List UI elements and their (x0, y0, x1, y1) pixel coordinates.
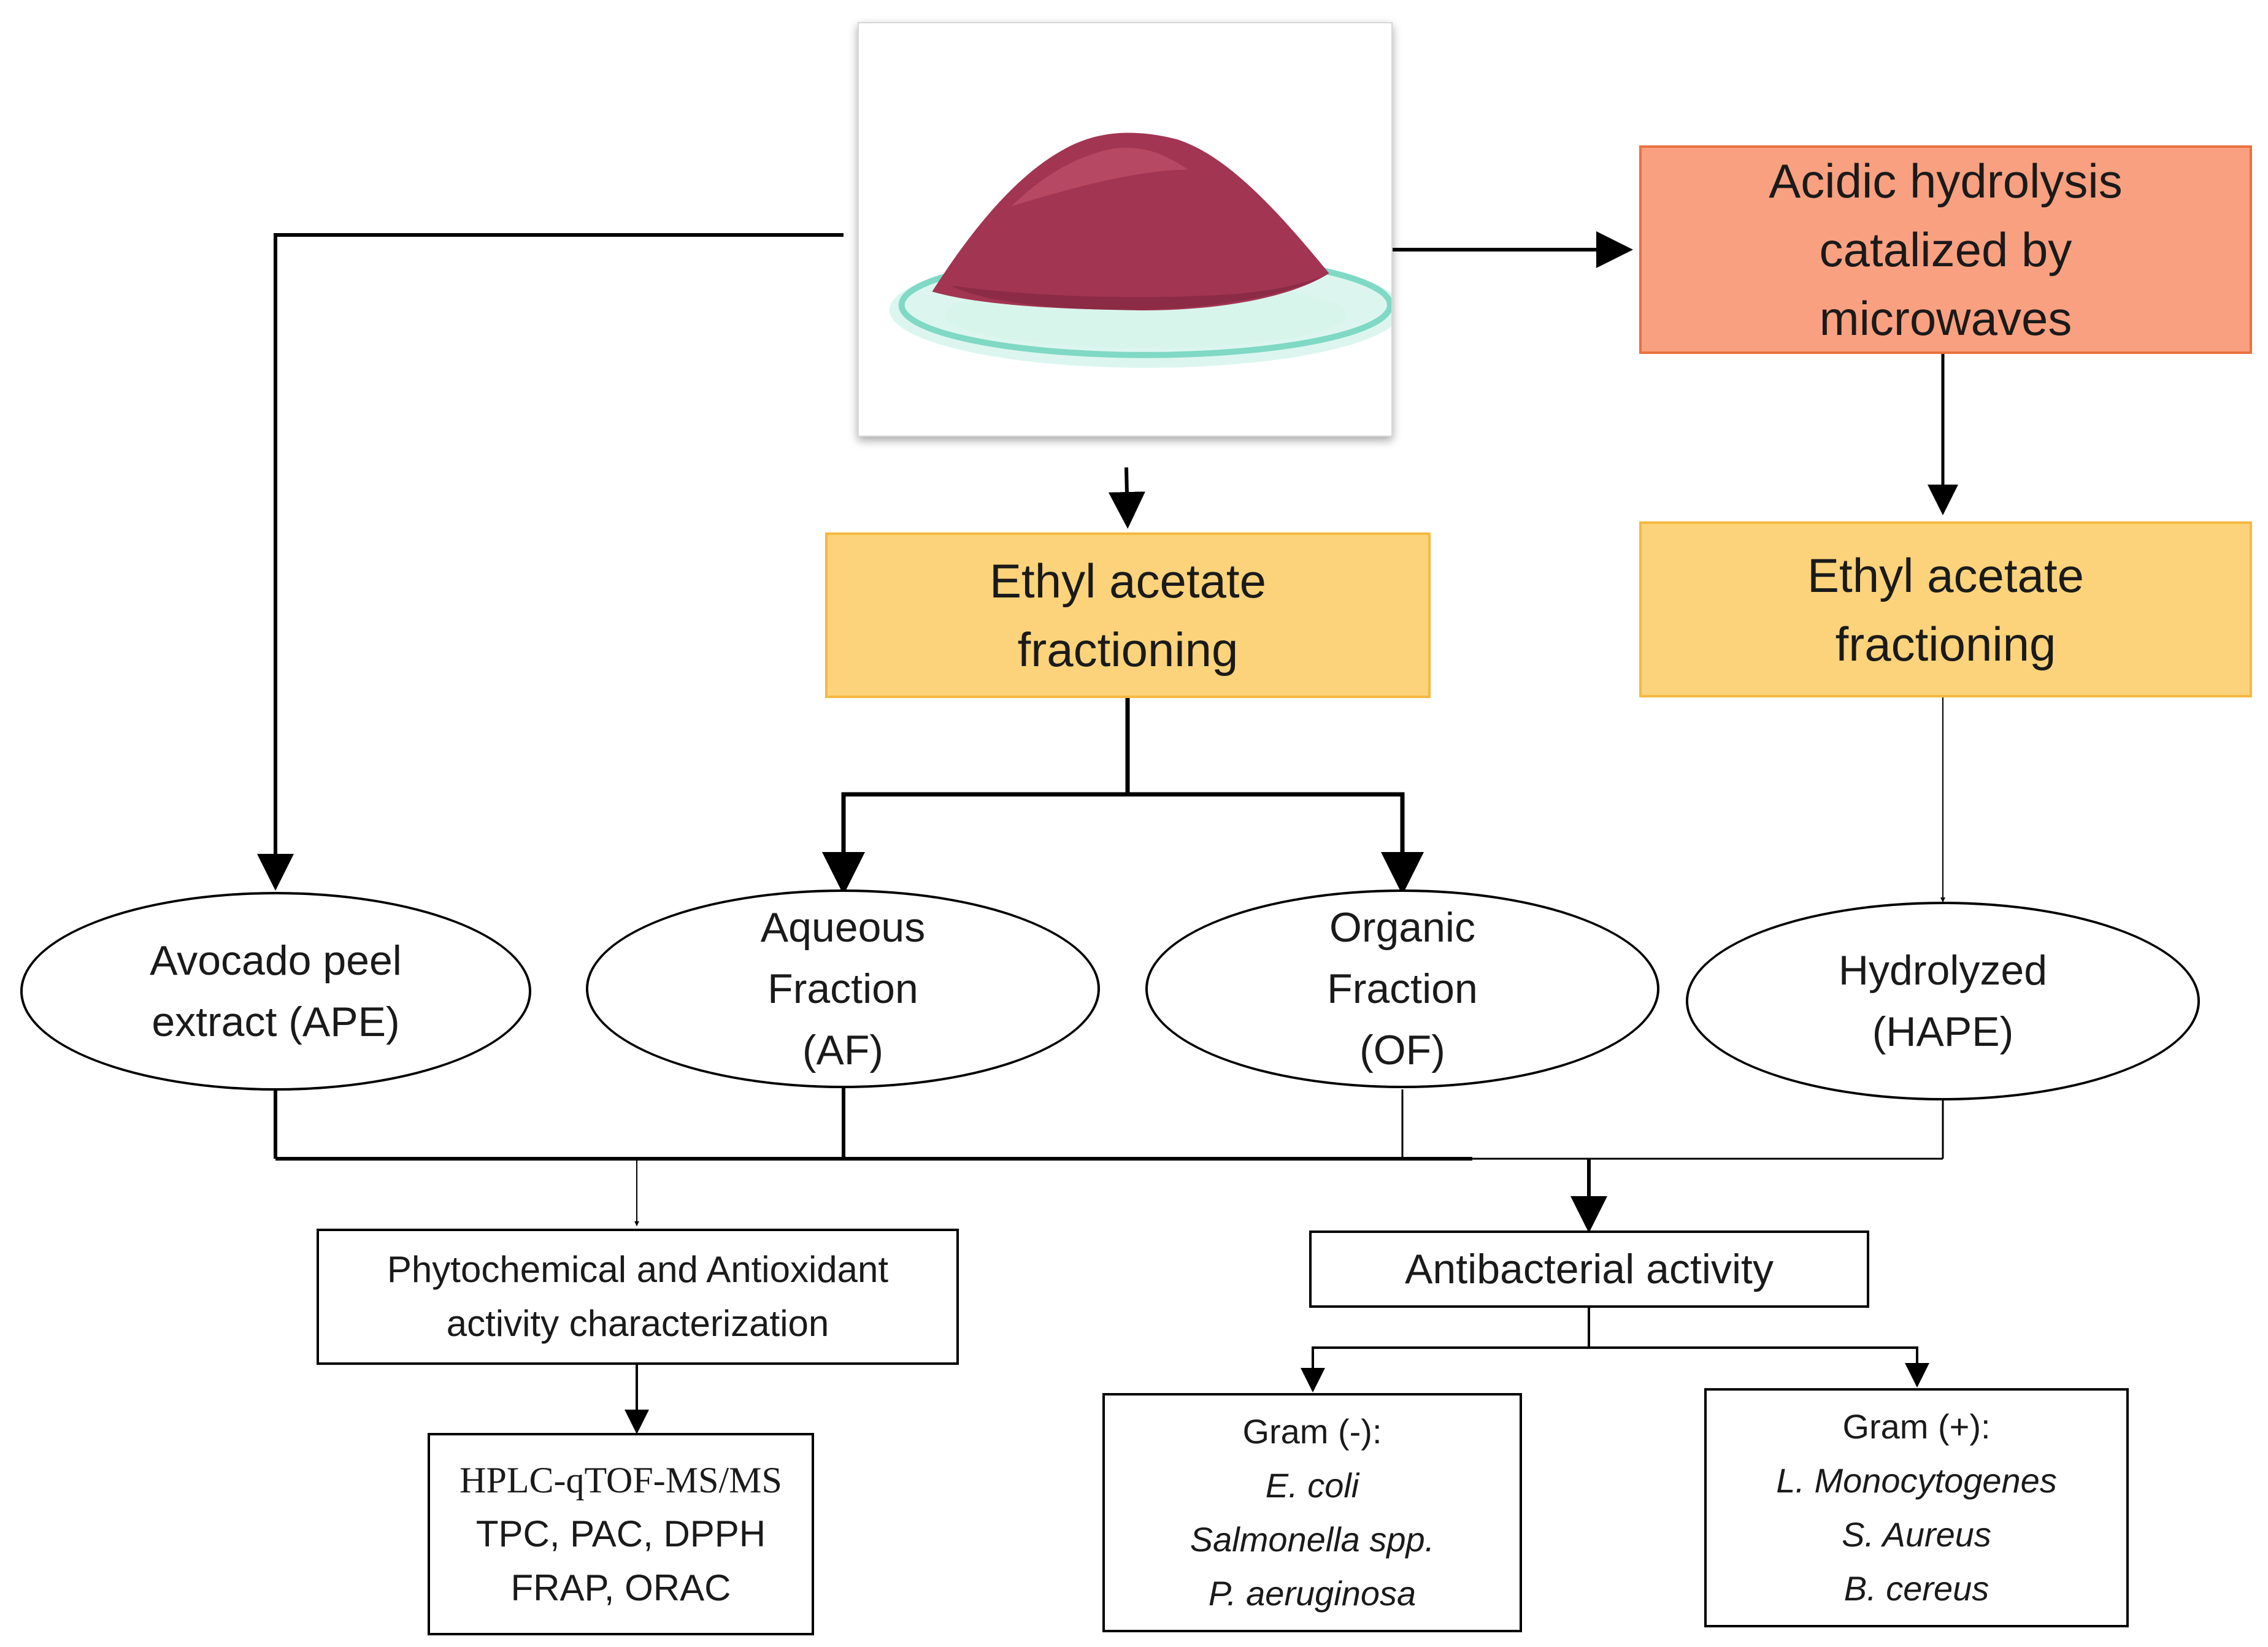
ellipse-ape: Avocado peel extract (APE) (20, 892, 531, 1091)
gram-positive-header: Gram (+): (1842, 1407, 1991, 1446)
hydrolysis-line-2: catalized by (1819, 223, 2072, 277)
of-line-2: Fraction (1327, 966, 1478, 1012)
af-line-2: Fraction (767, 966, 918, 1012)
fractioning-center-line-1: Ethyl acetate (990, 554, 1266, 608)
hape-line-1: Hydrolyzed (1838, 947, 2048, 994)
fractioning-split-connector (841, 697, 1130, 886)
ape-line-1: Avocado peel (150, 937, 402, 984)
hydrolysis-box: Acidic hydrolysis catalized by microwave… (1639, 145, 2252, 354)
gram-positive-species-1: L. Monocytogenes (1776, 1461, 2057, 1500)
antibacterial-box: Antibacterial activity (1309, 1230, 1869, 1308)
powder-dish-image (889, 132, 1391, 368)
gram-negative-species-2: Salmonella spp. (1190, 1520, 1435, 1559)
antibacterial-label: Antibacterial activity (1405, 1246, 1774, 1292)
of-line-3: (OF) (1359, 1027, 1445, 1073)
gram-positive-box: Gram (+): L. Monocytogenes S. Aureus B. … (1704, 1388, 2129, 1627)
hydrolysis-line-3: microwaves (1819, 291, 2072, 345)
gram-negative-species-3: P. aeruginosa (1208, 1574, 1417, 1613)
ape-line-2: extract (APE) (152, 999, 400, 1045)
characterization-line-2: activity characterization (446, 1303, 829, 1344)
fractioning-box-center: Ethyl acetate fractioning (825, 532, 1431, 698)
fractioning-box-right: Ethyl acetate fractioning (1639, 521, 2252, 697)
methods-line-3: FRAP, ORAC (510, 1567, 731, 1608)
powder-photo (858, 22, 1393, 437)
af-line-3: (AF) (802, 1027, 884, 1073)
photo-to-fractioning-connector (1108, 467, 1145, 529)
gram-positive-species-3: B. cereus (1843, 1569, 1989, 1608)
characterization-box: Phytochemical and Antioxidant activity c… (317, 1229, 959, 1365)
gram-negative-header: Gram (-): (1242, 1412, 1382, 1451)
fractioning-right-line-2: fractioning (1835, 616, 2056, 671)
hape-line-2: (HAPE) (1872, 1008, 2014, 1055)
antibacterial-split-connector (1301, 1308, 1590, 1392)
ellipse-of: Organic Fraction (OF) (1145, 889, 1659, 1088)
fractioning-right-line-1: Ethyl acetate (1807, 548, 2084, 602)
antibacterial-to-gram-positive-connector (1589, 1346, 1929, 1388)
fractioning-to-of-connector (844, 792, 1424, 895)
af-line-1: Aqueous (760, 904, 926, 951)
gram-positive-species-2: S. Aureus (1842, 1515, 1991, 1554)
fractioning-center-line-2: fractioning (1017, 623, 1239, 677)
characterization-line-1: Phytochemical and Antioxidant (386, 1249, 889, 1290)
gram-negative-species-1: E. coli (1265, 1466, 1359, 1505)
of-line-1: Organic (1329, 904, 1476, 951)
photo-to-ape-connector (257, 233, 844, 891)
methods-line-2: TPC, PAC, DPPH (475, 1513, 766, 1554)
ellipse-hape: Hydrolyzed (HAPE) (1686, 902, 2200, 1100)
methods-line-1: HPLC-qTOF-MS/MS (459, 1460, 782, 1500)
methods-box: HPLC-qTOF-MS/MS TPC, PAC, DPPH FRAP, ORA… (428, 1433, 814, 1635)
gram-negative-box: Gram (-): E. coli Salmonella spp. P. aer… (1102, 1393, 1522, 1632)
ellipse-af: Aqueous Fraction (AF) (586, 889, 1100, 1088)
hydrolysis-line-1: Acidic hydrolysis (1769, 154, 2123, 208)
